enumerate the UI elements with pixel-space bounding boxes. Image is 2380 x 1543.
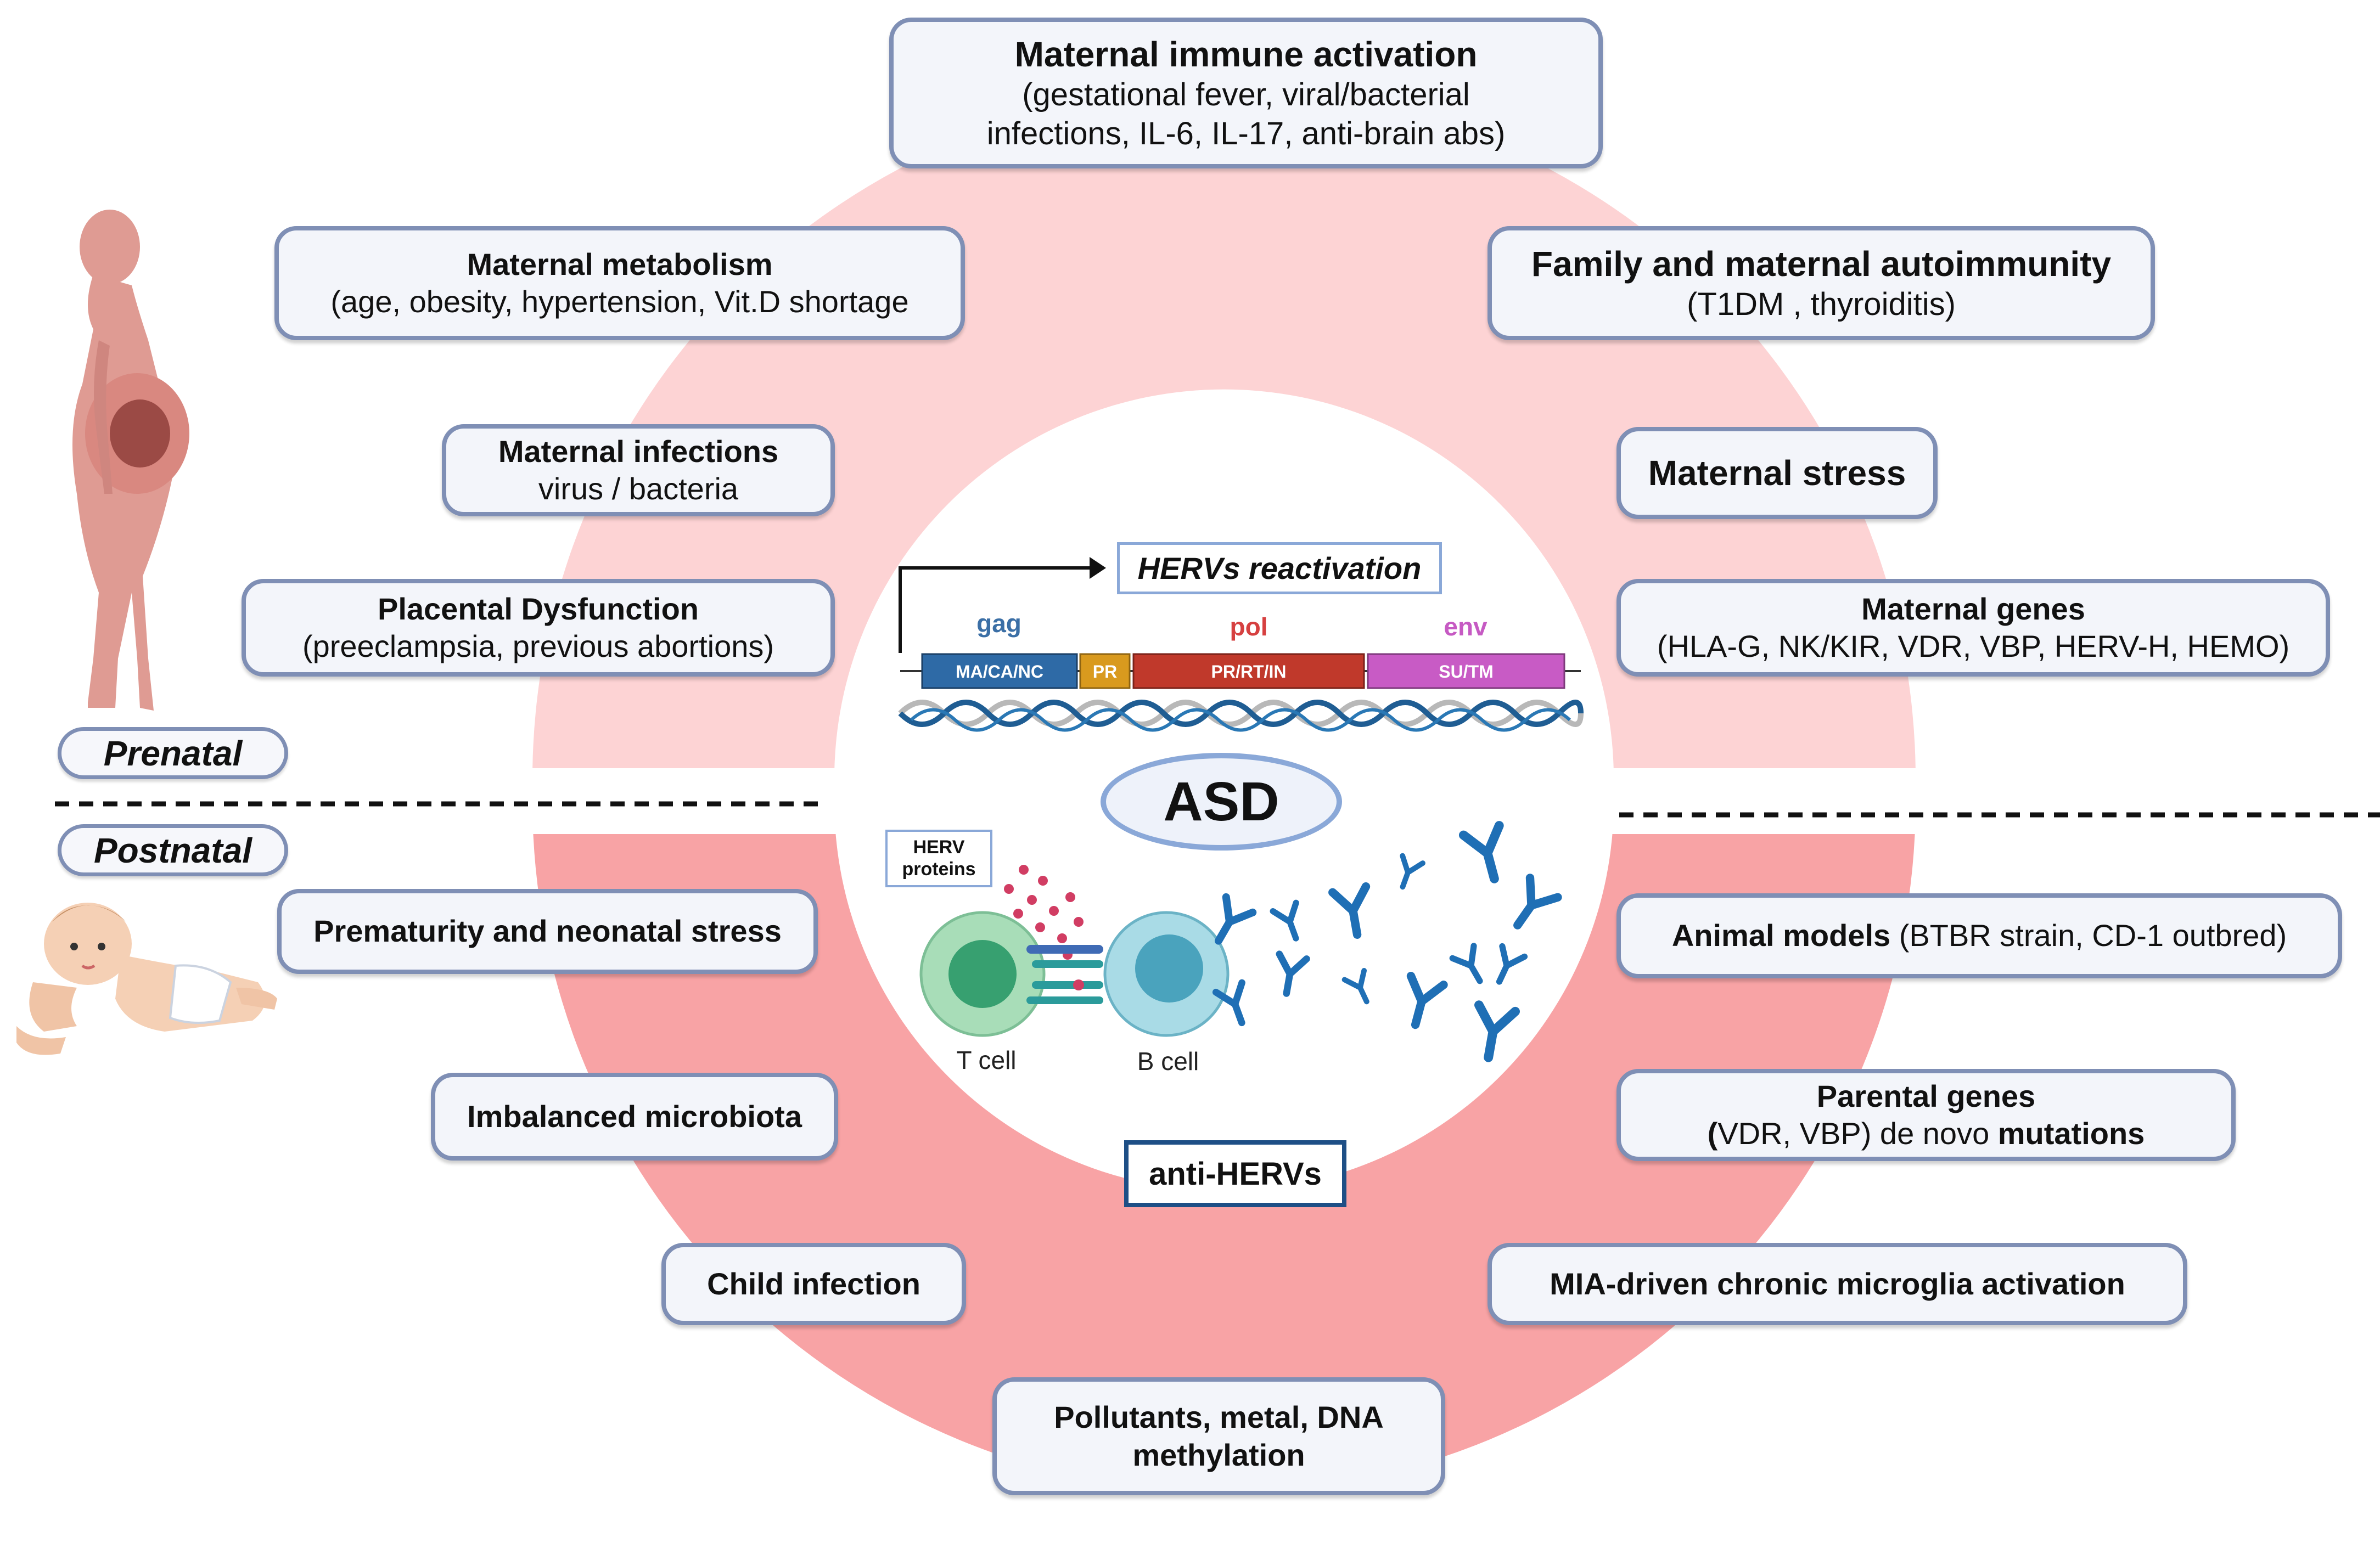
antibody-icon bbox=[1270, 899, 1299, 942]
postnatal-ring bbox=[533, 834, 1915, 1493]
animal-models-text: Animal models (BTBR strain, CD-1 outbred… bbox=[1672, 917, 2287, 954]
antibody-icon bbox=[1212, 979, 1245, 1027]
antibody-icon bbox=[1276, 950, 1310, 997]
dna-helix-icon bbox=[898, 700, 1584, 732]
mia-microglia-title: MIA-driven chronic microglia activation bbox=[1550, 1266, 2125, 1301]
child-infection-title: Child infection bbox=[707, 1266, 920, 1301]
metabolism-detail: (age, obesity, hypertension, Vit.D short… bbox=[330, 284, 909, 319]
metabolism-title: Maternal metabolism bbox=[467, 246, 773, 281]
pollutants-line-2: methylation bbox=[1132, 1437, 1305, 1472]
parental-genes-title: Parental genes bbox=[1816, 1078, 2036, 1113]
genes-detail: (HLA-G, NK/KIR, VDR, VBP, HERV-H, HEMO) bbox=[1657, 629, 2290, 663]
mia-line-2: infections, IL-6, IL-17, anti-brain abs) bbox=[986, 115, 1506, 151]
segment-pol bbox=[1132, 653, 1365, 689]
pregnant-woman-icon bbox=[72, 210, 189, 711]
maternal-infections-box: Maternal infections virus / bacteria bbox=[442, 424, 835, 516]
segment-pr bbox=[1079, 653, 1131, 689]
prematurity-box: Prematurity and neonatal stress bbox=[277, 889, 818, 974]
placental-dysfunction-box: Placental Dysfunction (preeclampsia, pre… bbox=[242, 579, 835, 677]
microbiota-title: Imbalanced microbiota bbox=[467, 1099, 802, 1134]
mia-microglia-box: MIA-driven chronic microglia activation bbox=[1487, 1243, 2187, 1325]
antibody-icon bbox=[1328, 882, 1371, 939]
autoimmunity-detail: (T1DM , thyroiditis) bbox=[1687, 286, 1956, 322]
infections-detail: virus / bacteria bbox=[538, 471, 739, 506]
placenta-detail: (preeclampsia, previous abortions) bbox=[302, 629, 774, 663]
genes-title: Maternal genes bbox=[1861, 591, 2085, 626]
maternal-stress-box: Maternal stress bbox=[1616, 427, 1938, 519]
autoimmunity-title: Family and maternal autoimmunity bbox=[1531, 244, 2112, 284]
maternal-genes-box: Maternal genes (HLA-G, NK/KIR, VDR, VBP,… bbox=[1616, 579, 2330, 677]
antibody-icon bbox=[1215, 893, 1257, 945]
child-infection-box: Child infection bbox=[661, 1243, 966, 1325]
baby-icon bbox=[16, 903, 277, 1055]
animal-models-title: Animal models bbox=[1671, 918, 1891, 953]
antibody-icon bbox=[1474, 1000, 1520, 1062]
herv-proteins-line-1: HERV bbox=[913, 837, 965, 858]
asd-label: ASD bbox=[1101, 753, 1342, 851]
stress-title: Maternal stress bbox=[1648, 453, 1906, 493]
b-cell-icon bbox=[1103, 911, 1230, 1037]
maternal-immune-activation-box: Maternal immune activation (gestational … bbox=[889, 18, 1603, 168]
antibody-icon bbox=[1496, 943, 1528, 985]
parental-genes-box: Parental genes (VDR, VBP) de novo mutati… bbox=[1616, 1069, 2236, 1161]
segment-env bbox=[1367, 653, 1565, 689]
parental-paren: ( bbox=[1707, 1116, 1718, 1151]
maternal-metabolism-box: Maternal metabolism (age, obesity, hyper… bbox=[274, 226, 965, 340]
antibody-icon bbox=[1341, 967, 1369, 1005]
receptor-complex-icon bbox=[1026, 945, 1103, 1004]
mia-line-1: (gestational fever, viral/bacterial bbox=[1022, 76, 1470, 112]
antibody-icon bbox=[1513, 874, 1562, 930]
pollutants-line-1: Pollutants, metal, DNA bbox=[1054, 1400, 1384, 1435]
parental-mutations: mutations bbox=[1997, 1116, 2145, 1151]
pollutants-box: Pollutants, metal, DNA methylation bbox=[992, 1377, 1445, 1495]
herv-proteins-line-2: proteins bbox=[902, 858, 976, 880]
herv-proteins-label: HERV proteins bbox=[885, 830, 992, 887]
parental-genes-line-2: (VDR, VBP) de novo mutations bbox=[1708, 1115, 2145, 1152]
t-cell-icon bbox=[919, 911, 1046, 1037]
animal-models-detail: (BTBR strain, CD-1 outbred) bbox=[1890, 918, 2287, 953]
reactivation-arrow bbox=[899, 566, 1090, 653]
prematurity-title: Prematurity and neonatal stress bbox=[313, 914, 782, 949]
antibody-icon bbox=[1406, 972, 1448, 1029]
animal-models-box: Animal models (BTBR strain, CD-1 outbred… bbox=[1616, 893, 2342, 978]
antibodies-group bbox=[1212, 821, 1562, 1062]
antibody-icon bbox=[1458, 821, 1504, 883]
infections-title: Maternal infections bbox=[498, 433, 779, 469]
placenta-title: Placental Dysfunction bbox=[377, 591, 699, 626]
antibody-icon bbox=[1400, 853, 1425, 890]
arrowhead-icon bbox=[1090, 557, 1106, 579]
microbiota-box: Imbalanced microbiota bbox=[431, 1073, 838, 1161]
herv-reactivation-label: HERVs reactivation bbox=[1117, 542, 1442, 594]
mia-title: Maternal immune activation bbox=[1014, 34, 1478, 74]
parental-genes-detail: VDR, VBP) de novo bbox=[1717, 1116, 1998, 1151]
antibody-icon bbox=[1449, 943, 1483, 984]
prenatal-label: Prenatal bbox=[58, 727, 288, 779]
autoimmunity-box: Family and maternal autoimmunity (T1DM ,… bbox=[1487, 226, 2155, 340]
segment-ma bbox=[921, 653, 1078, 689]
postnatal-label: Postnatal bbox=[58, 824, 288, 876]
anti-hervs-label: anti-HERVs bbox=[1124, 1140, 1346, 1207]
